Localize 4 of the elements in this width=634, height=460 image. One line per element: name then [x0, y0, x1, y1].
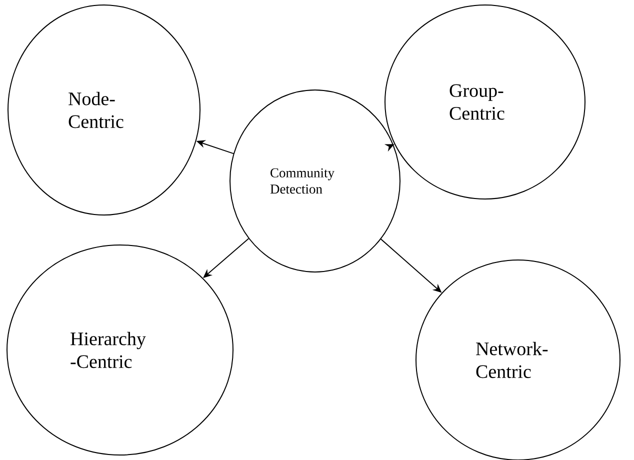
ellipse-node: Node- Centric: [8, 4, 200, 216]
ellipse-node: Group- Centric: [384, 4, 586, 200]
ellipse-node: Community Detection: [230, 90, 400, 272]
ellipse-node: Hierarchy -Centric: [6, 244, 234, 456]
